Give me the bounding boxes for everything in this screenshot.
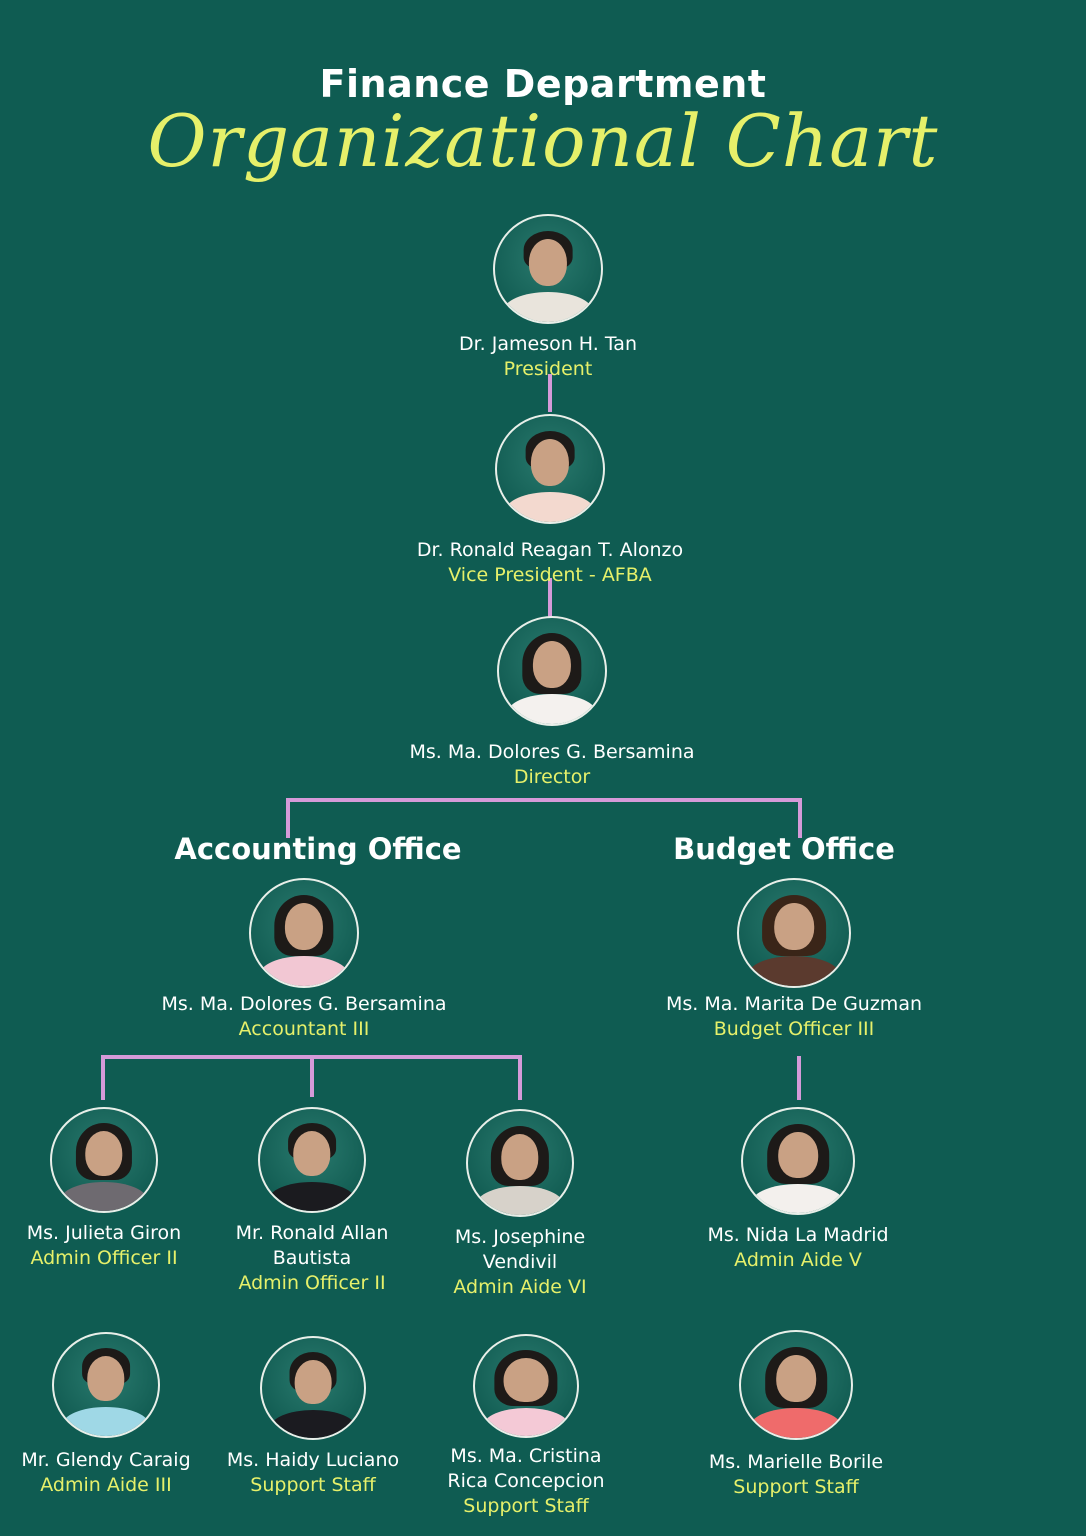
node-josephine-vendivil: Ms. Josephine Vendivil Admin Aide VI: [435, 1109, 605, 1300]
node-accountant: Ms. Ma. Dolores G. Bersamina Accountant …: [134, 878, 474, 1042]
person-name: Ms. Ma. Cristina Rica Concepcion: [447, 1445, 605, 1492]
node-haidy-luciano: Ms. Haidy Luciano Support Staff: [203, 1336, 423, 1498]
node-vice-president: Dr. Ronald Reagan T. Alonzo Vice Preside…: [380, 414, 720, 588]
avatar: [50, 1107, 158, 1213]
person-name: Ms. Ma. Dolores G. Bersamina: [161, 993, 447, 1015]
person-role: Admin Officer II: [30, 1247, 178, 1269]
avatar: [739, 1330, 853, 1440]
person-name: Dr. Ronald Reagan T. Alonzo: [416, 539, 684, 561]
person-role: Admin Aide V: [734, 1249, 862, 1271]
person-role: Vice President - AFBA: [448, 564, 652, 586]
person-role: Admin Officer II: [238, 1272, 386, 1294]
person-name: Ms. Julieta Giron: [26, 1222, 182, 1244]
person-name: Ms. Haidy Luciano: [226, 1449, 400, 1471]
avatar: [741, 1107, 855, 1215]
person-name: Ms. Marielle Borile: [708, 1451, 884, 1473]
person-name: Mr. Ronald Allan Bautista: [235, 1222, 389, 1269]
avatar: [493, 214, 603, 324]
person-name: Ms. Ma. Marita De Guzman: [665, 993, 923, 1015]
node-director: Ms. Ma. Dolores G. Bersamina Director: [382, 616, 722, 790]
person-role: President: [503, 358, 593, 380]
node-marielle-borile: Ms. Marielle Borile Support Staff: [686, 1330, 906, 1500]
node-cristina-rica-concepcion: Ms. Ma. Cristina Rica Concepcion Support…: [436, 1334, 616, 1519]
person-role: Budget Officer III: [713, 1018, 875, 1040]
person-name: Dr. Jameson H. Tan: [458, 333, 637, 355]
node-julieta-giron: Ms. Julieta Giron Admin Officer II: [4, 1107, 204, 1271]
avatar: [52, 1332, 160, 1438]
avatar: [497, 616, 607, 726]
avatar: [258, 1107, 366, 1213]
node-ronald-allan-bautista: Mr. Ronald Allan Bautista Admin Officer …: [222, 1107, 402, 1296]
avatar: [466, 1109, 574, 1217]
avatar: [249, 878, 359, 988]
chart-title: Finance Department: [319, 62, 767, 106]
avatar: [495, 414, 605, 524]
person-role: Accountant III: [238, 1018, 370, 1040]
person-role: Support Staff: [733, 1476, 859, 1498]
avatar: [473, 1334, 579, 1438]
person-name: Mr. Glendy Caraig: [21, 1449, 191, 1471]
section-budget-office: Budget Office: [673, 832, 895, 866]
person-name: Ms. Ma. Dolores G. Bersamina: [409, 741, 695, 763]
person-role: Support Staff: [250, 1474, 376, 1496]
avatar: [737, 878, 851, 988]
section-accounting-office: Accounting Office: [174, 832, 462, 866]
connector-director-sections: [286, 798, 802, 838]
person-role: Director: [513, 766, 591, 788]
node-glendy-caraig: Mr. Glendy Caraig Admin Aide III: [0, 1332, 216, 1498]
chart-subtitle: Organizational Chart: [147, 99, 939, 183]
node-budget-officer: Ms. Ma. Marita De Guzman Budget Officer …: [624, 878, 964, 1042]
person-name: Ms. Nida La Madrid: [707, 1224, 889, 1246]
node-president: Dr. Jameson H. Tan President: [398, 214, 698, 382]
person-role: Admin Aide VI: [453, 1276, 587, 1298]
person-name: Ms. Josephine Vendivil: [454, 1226, 586, 1273]
avatar: [260, 1336, 366, 1440]
node-nida-la-madrid: Ms. Nida La Madrid Admin Aide V: [688, 1107, 908, 1273]
person-role: Support Staff: [463, 1495, 589, 1517]
person-role: Admin Aide III: [40, 1474, 172, 1496]
